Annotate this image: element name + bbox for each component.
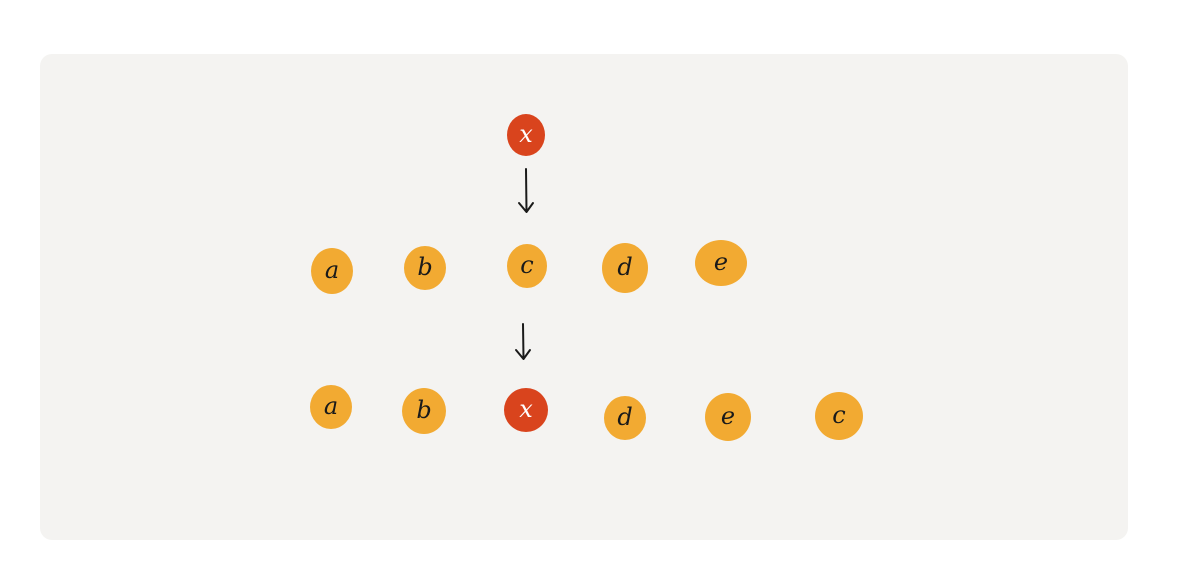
node-label: b xyxy=(417,253,433,281)
result-node-a: a xyxy=(310,385,352,429)
down-arrow-icon xyxy=(513,322,533,362)
node-label: d xyxy=(617,403,633,431)
diagram-canvas: x a b c d e a b x d e xyxy=(40,54,1128,540)
initial-node-c: c xyxy=(507,244,547,288)
initial-node-a: a xyxy=(311,248,353,294)
initial-node-d: d xyxy=(602,243,648,293)
node-label: d xyxy=(617,253,633,281)
result-node-c: c xyxy=(815,392,863,440)
inserted-node-label: x xyxy=(519,120,533,148)
node-label: a xyxy=(323,392,339,420)
result-node-b: b xyxy=(402,388,446,434)
result-node-e: e xyxy=(705,393,751,441)
node-label: b xyxy=(416,396,432,424)
node-label: e xyxy=(720,402,736,430)
result-node-x: x xyxy=(504,388,548,432)
result-node-d: d xyxy=(604,396,646,440)
node-label: e xyxy=(713,248,729,276)
down-arrow-icon xyxy=(516,167,536,215)
node-label: c xyxy=(520,251,534,279)
inserted-node-x: x xyxy=(507,114,545,156)
initial-node-e: e xyxy=(695,240,747,286)
node-label: x xyxy=(519,395,533,423)
node-label: c xyxy=(832,401,846,429)
initial-node-b: b xyxy=(404,246,446,290)
node-label: a xyxy=(324,256,340,284)
